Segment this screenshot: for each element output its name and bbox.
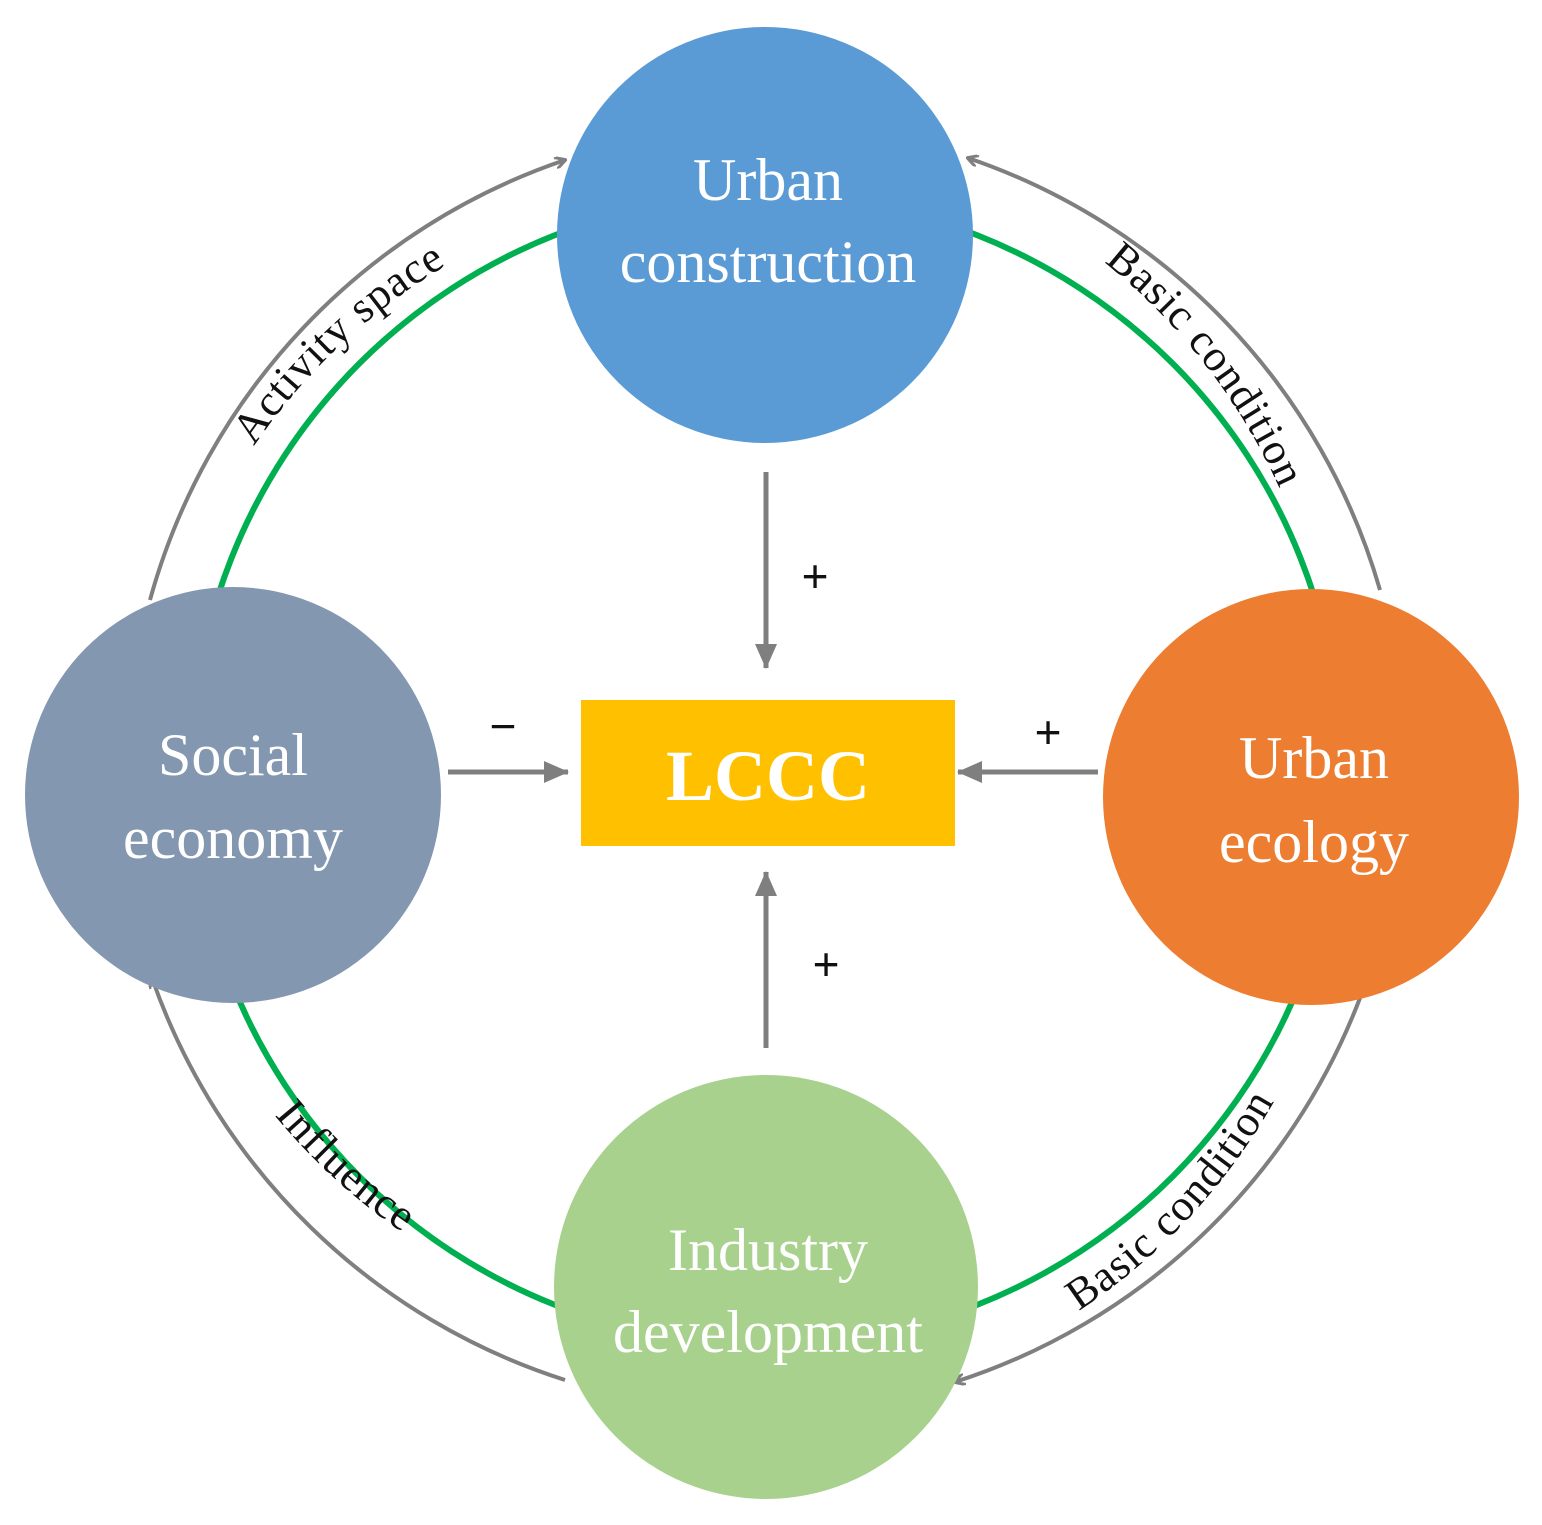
sign-bottom: + [813, 938, 840, 990]
node-urban-ecology-line1: Urban [1239, 725, 1389, 791]
sign-right: + [1035, 706, 1062, 758]
label-basic-condition-top: Basic condition [1098, 232, 1316, 494]
node-urban-ecology-line2: ecology [1219, 809, 1409, 875]
node-social-economy: Social economy [25, 587, 441, 1003]
arrow-basic-condition-bottom [955, 997, 1362, 1382]
label-influence: Influence [267, 1090, 426, 1241]
label-basic-condition-bottom: Basic condition [1057, 1081, 1284, 1319]
node-urban-construction: Urban construction [557, 27, 973, 443]
node-industry-development-line2: development [613, 1299, 923, 1365]
node-urban-construction-line1: Urban [693, 147, 843, 213]
node-industry-development-line1: Industry [668, 1217, 868, 1283]
node-industry-development: Industry development [554, 1075, 978, 1499]
node-urban-ecology: Urban ecology [1103, 589, 1519, 1005]
sign-top: + [802, 550, 829, 602]
arrow-influence [152, 978, 566, 1382]
label-activity-space: Activity space [222, 232, 452, 452]
sign-left: − [490, 700, 517, 752]
center-box [581, 700, 955, 846]
node-social-economy-line1: Social [158, 722, 308, 788]
node-urban-construction-line2: construction [620, 229, 917, 295]
arrow-basic-condition-top [968, 158, 1382, 591]
center-label: LCCC [666, 736, 870, 816]
node-social-economy-line2: economy [123, 805, 343, 871]
arrow-activity-space [148, 160, 565, 601]
